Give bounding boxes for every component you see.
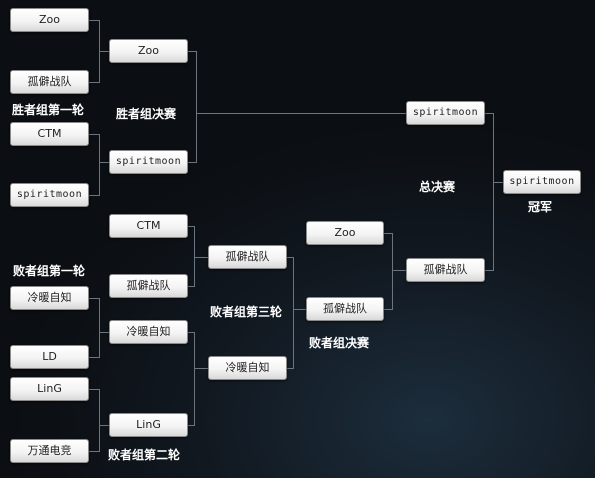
connector-line xyxy=(392,270,406,271)
connector-line xyxy=(188,162,196,163)
team-name: 冷暖自知 xyxy=(126,325,171,338)
connector-line xyxy=(188,286,194,287)
label-losers-r2: 败者组第二轮 xyxy=(108,448,181,462)
team-name: 孤僻战队 xyxy=(323,302,367,315)
team-name: CTM xyxy=(136,219,161,232)
connector-line xyxy=(392,233,393,310)
label-losers-r3: 败者组第三轮 xyxy=(210,305,283,319)
connector-line xyxy=(188,332,194,333)
losers-r1-match2-team1[interactable]: LinG xyxy=(10,377,89,401)
winners-r1-match1-team1[interactable]: Zoo xyxy=(10,8,89,32)
winners-final-team2[interactable]: spiritmoon xyxy=(109,150,188,174)
winners-final-team1[interactable]: Zoo xyxy=(109,39,188,63)
team-name: LinG xyxy=(136,418,161,431)
team-name: 万通电竞 xyxy=(27,444,72,457)
connector-line xyxy=(196,51,197,163)
connector-line xyxy=(493,113,494,271)
connector-line xyxy=(194,257,208,258)
connector-line xyxy=(99,134,100,196)
connector-line xyxy=(194,332,195,426)
team-name: 孤僻战队 xyxy=(126,279,171,292)
champion-team[interactable]: spiritmoon xyxy=(503,170,581,194)
winners-r1-match1-team2[interactable]: 孤僻战队 xyxy=(10,70,89,94)
connector-line xyxy=(89,20,99,21)
connector-line xyxy=(99,51,109,52)
losers-final-team1[interactable]: Zoo xyxy=(306,221,384,245)
team-name: LinG xyxy=(37,382,62,395)
team-name: Zoo xyxy=(334,226,356,239)
label-losers-final: 败者组决赛 xyxy=(309,336,370,350)
label-grand-final: 总决赛 xyxy=(419,180,456,194)
connector-line xyxy=(89,195,99,196)
connector-line xyxy=(188,226,194,227)
winners-r1-match2-team1[interactable]: CTM xyxy=(10,122,89,146)
team-name: spiritmoon xyxy=(412,107,479,118)
label-winners-final: 胜者组决赛 xyxy=(116,107,177,121)
losers-r3-team1[interactable]: 孤僻战队 xyxy=(208,245,287,269)
connector-line xyxy=(287,368,293,369)
team-name: spiritmoon xyxy=(115,156,182,167)
losers-r2-match2-team1[interactable]: 冷暖自知 xyxy=(109,320,188,344)
connector-line xyxy=(188,51,196,52)
connector-line xyxy=(89,389,99,390)
winners-r1-match2-team2[interactable]: spiritmoon xyxy=(10,183,89,207)
connector-line xyxy=(99,425,109,426)
grand-final-team1[interactable]: spiritmoon xyxy=(406,101,485,125)
connector-line xyxy=(287,257,293,258)
losers-r2-match1-team2[interactable]: 孤僻战队 xyxy=(109,274,188,298)
connector-line xyxy=(384,309,392,310)
connector-line xyxy=(99,332,109,333)
connector-line xyxy=(293,257,294,369)
grand-final-team2[interactable]: 孤僻战队 xyxy=(406,258,485,282)
team-name: spiritmoon xyxy=(509,176,575,187)
connector-line xyxy=(493,182,503,183)
connector-line xyxy=(188,425,194,426)
team-name: 冷暖自知 xyxy=(225,361,270,374)
connector-line xyxy=(99,162,109,163)
losers-final-team2[interactable]: 孤僻战队 xyxy=(306,297,384,321)
connector-line xyxy=(293,309,306,310)
connector-line xyxy=(89,134,99,135)
losers-r1-match2-team2[interactable]: 万通电竞 xyxy=(10,439,89,463)
connector-line xyxy=(89,82,99,83)
team-name: 孤僻战队 xyxy=(225,250,270,263)
team-name: Zoo xyxy=(138,44,159,57)
losers-r1-match1-team2[interactable]: LD xyxy=(10,345,89,369)
losers-r2-match2-team2[interactable]: LinG xyxy=(109,413,188,437)
team-name: spiritmoon xyxy=(16,189,83,200)
losers-r3-team2[interactable]: 冷暖自知 xyxy=(208,356,287,380)
label-champion: 冠军 xyxy=(528,200,553,214)
connector-line xyxy=(89,451,99,452)
team-name: 冷暖自知 xyxy=(27,291,72,304)
connector-line xyxy=(485,113,493,114)
losers-r2-match1-team1[interactable]: CTM xyxy=(109,214,188,238)
team-name: Zoo xyxy=(39,13,60,26)
connector-line xyxy=(99,298,100,358)
label-winners-r1: 胜者组第一轮 xyxy=(12,103,85,117)
connector-line xyxy=(196,113,406,114)
connector-line xyxy=(99,389,100,452)
connector-line xyxy=(194,368,208,369)
connector-line xyxy=(89,298,99,299)
connector-line xyxy=(384,233,392,234)
connector-line xyxy=(89,357,99,358)
connector-line xyxy=(194,226,195,287)
team-name: CTM xyxy=(37,127,62,140)
team-name: 孤僻战队 xyxy=(27,75,72,88)
team-name: LD xyxy=(42,350,57,363)
connector-line xyxy=(485,270,493,271)
team-name: 孤僻战队 xyxy=(423,263,468,276)
losers-r1-match1-team1[interactable]: 冷暖自知 xyxy=(10,286,89,310)
label-losers-r1: 败者组第一轮 xyxy=(13,264,86,278)
